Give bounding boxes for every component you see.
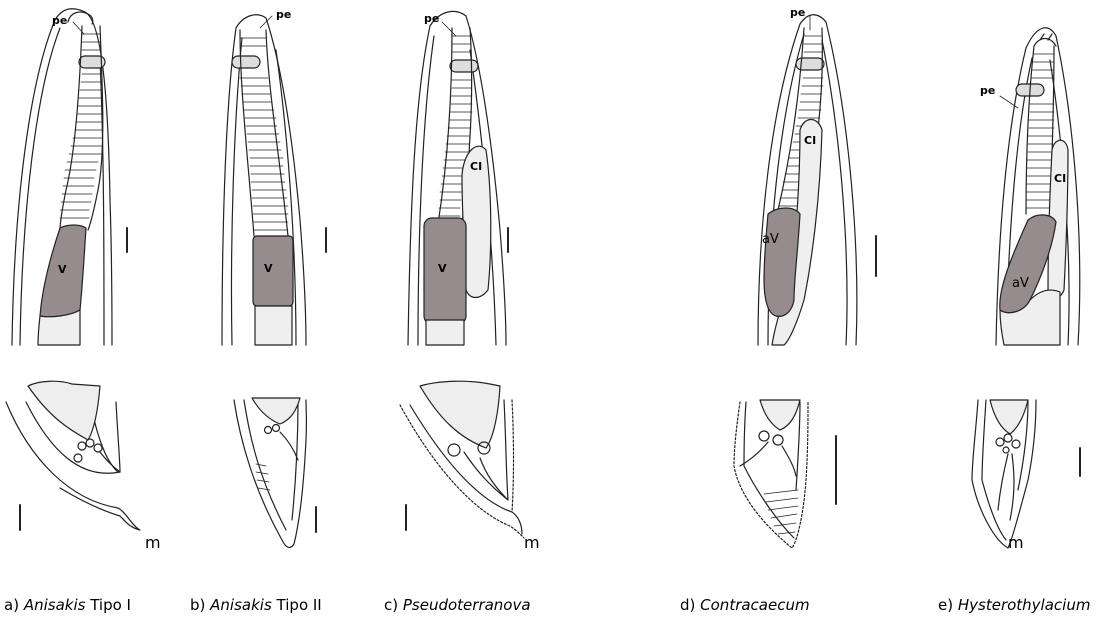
specimen-b-posterior xyxy=(234,398,316,547)
specimen-e-anterior: pe CI aV xyxy=(980,28,1080,345)
specimen-e-anal-duct xyxy=(998,454,1014,520)
caption-e: e) Hysterothylacium xyxy=(938,596,1090,614)
specimen-b-gland-2 xyxy=(273,425,280,432)
specimen-a-gland-2 xyxy=(86,439,94,447)
specimen-a-posterior: m xyxy=(6,381,161,552)
specimen-e-lips xyxy=(1034,34,1056,46)
specimen-c-anterior: pe CI V xyxy=(408,11,508,345)
specimen-b-ventricle xyxy=(253,236,293,306)
specimen-d-rectum xyxy=(760,400,800,430)
specimen-a-rectum xyxy=(28,381,100,440)
label-v-a: V xyxy=(58,263,67,276)
caption-b: b) Anisakis Tipo II xyxy=(190,596,322,614)
label-av-d: aV xyxy=(762,232,779,247)
specimen-b-gland-1 xyxy=(265,427,272,434)
specimen-e-rectum xyxy=(990,400,1028,434)
specimen-c-intestine xyxy=(426,320,464,345)
specimen-a-lips xyxy=(68,12,93,24)
pointer-pe-c xyxy=(442,22,456,36)
specimen-b-intestine xyxy=(255,306,292,345)
specimen-e-gland-2 xyxy=(1004,434,1012,442)
label-ci-e: CI xyxy=(1054,172,1066,185)
specimen-d-gland-2 xyxy=(773,435,783,445)
specimen-b-nerve-ring xyxy=(232,56,260,68)
label-pe-e: pe xyxy=(980,84,995,97)
specimen-a-gland-3 xyxy=(94,444,102,452)
specimen-b-anal-duct xyxy=(280,432,298,460)
label-m-a: m xyxy=(145,533,161,552)
specimen-e-gland-3 xyxy=(1012,440,1020,448)
specimen-d-posterior xyxy=(734,400,836,548)
specimen-a-anterior: pe V xyxy=(12,9,127,345)
specimen-b-rectum xyxy=(252,398,300,424)
specimen-a-gland-4 xyxy=(74,454,82,462)
specimen-d-anterior: pe CI aV xyxy=(758,6,876,345)
specimen-e-gland-4 xyxy=(1003,447,1009,453)
label-pe-d: pe xyxy=(790,6,805,19)
label-v-c: V xyxy=(438,262,447,275)
label-pe-a: pe xyxy=(52,14,67,27)
label-ci-d: CI xyxy=(804,134,816,147)
specimen-e-gland-1 xyxy=(996,438,1004,446)
specimen-e-esophagus-striations xyxy=(1026,54,1054,208)
caption-d: d) Contracaecum xyxy=(680,596,810,614)
specimen-b-anterior: pe V xyxy=(222,8,326,345)
label-v-b: V xyxy=(264,262,273,275)
label-av-e: aV xyxy=(1012,276,1029,291)
specimen-c-gland-1 xyxy=(448,444,460,456)
label-pe-b: pe xyxy=(276,8,291,21)
label-m-c: m xyxy=(524,533,540,552)
specimen-e-posterior: m xyxy=(972,400,1080,552)
specimen-c-nerve-ring xyxy=(450,60,478,72)
caption-a: a) Anisakis Tipo I xyxy=(4,596,131,614)
label-ci-c: CI xyxy=(470,160,482,173)
specimen-c-rectum xyxy=(420,381,500,448)
specimen-d-anal-duct xyxy=(740,442,796,476)
specimen-c-anal-duct xyxy=(464,452,508,500)
specimen-c-posterior: m xyxy=(400,381,540,552)
label-m-e: m xyxy=(1008,533,1024,552)
label-pe-c: pe xyxy=(424,12,439,25)
caption-c: c) Pseudoterranova xyxy=(384,596,531,614)
specimen-a-gland-1 xyxy=(78,442,86,450)
specimen-d-gland-1 xyxy=(759,431,769,441)
